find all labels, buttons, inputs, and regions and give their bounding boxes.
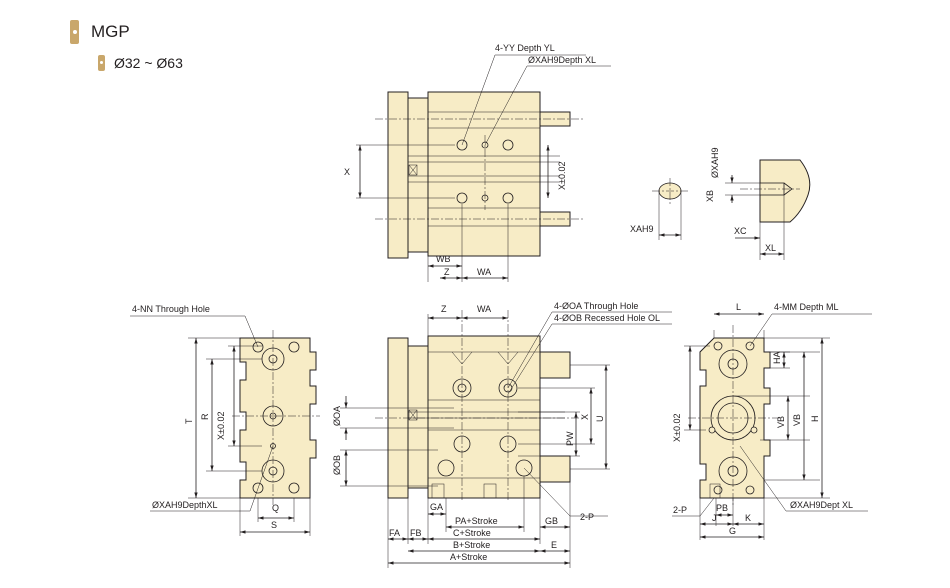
dim-s-label: S [271, 520, 277, 530]
left-view: 4-NN Through Hole T R X±0.02 ØXAH9DepthX… [130, 304, 320, 536]
pa-stroke-label: PA+Stroke [455, 516, 498, 526]
port-label: 2-P [580, 512, 594, 522]
dim-g-label: G [729, 526, 736, 536]
dim-ha-label: HA [772, 351, 782, 364]
dim-x-tol-label: X±0.02 [672, 414, 682, 442]
dim-x-label: X [344, 167, 350, 177]
model-title: MGP [91, 22, 130, 41]
dim-q-label: Q [272, 503, 279, 513]
dim-wa-label: WA [477, 304, 491, 314]
dim-pb-label: PB [716, 503, 728, 513]
dim-wb-label: WB [436, 254, 451, 264]
b-stroke-label: B+Stroke [453, 540, 490, 550]
oa-through-label: 4-ØOA Through Hole [554, 301, 638, 311]
dim-z-label: Z [444, 267, 450, 277]
size-header: Ø32 ~ Ø63 [98, 55, 183, 71]
xa-depth-label: ØXAH9DepthXL [152, 500, 218, 510]
dim-k-label: K [745, 513, 751, 523]
nn-through-label: 4-NN Through Hole [132, 304, 210, 314]
dim-wa-label: WA [477, 267, 491, 277]
bookmark-tab-icon [98, 55, 105, 71]
dim-e-label: E [551, 540, 557, 550]
dim-oa-label: ØOA [332, 406, 342, 426]
dim-vb-inner-label: VB [776, 416, 786, 428]
port-label: 2-P [673, 505, 687, 515]
mm-depth-label: 4-MM Depth ML [774, 302, 839, 312]
dim-pw-label: PW [565, 431, 575, 446]
dim-j-label: J [712, 513, 717, 523]
dim-x-tol-label: X±0.02 [557, 162, 567, 190]
front-view: Z WA 4-ØOA Through Hole 4-ØOB Recessed H… [332, 301, 672, 568]
dim-vb-outer-label: VB [792, 414, 802, 426]
xb-label: XB [705, 190, 715, 202]
size-range: Ø32 ~ Ø63 [114, 55, 183, 71]
xa-depth-label: ØXAH9Depth XL [528, 55, 596, 65]
detail-view: XAH9 ØXAH9 XB XC XL [630, 147, 811, 260]
xc-label: XC [734, 226, 747, 236]
yy-depth-label: 4-YY Depth YL [495, 43, 555, 53]
dim-x-tol-label: X±0.02 [216, 412, 226, 440]
dim-h-label: H [810, 416, 820, 423]
dim-u-label: U [595, 416, 605, 423]
dim-gb-label: GB [545, 516, 558, 526]
dim-x-label: X [580, 414, 590, 420]
dim-fa-label: FA [389, 528, 400, 538]
xa-h9-label: XAH9 [630, 224, 654, 234]
xa-diameter-label: ØXAH9 [710, 147, 720, 178]
dim-ob-label: ØOB [332, 455, 342, 475]
dim-l-label: L [736, 302, 741, 312]
dim-t-label: T [184, 418, 194, 424]
a-stroke-label: A+Stroke [450, 552, 487, 562]
top-view: 4-YY Depth YL ØXAH9Depth XL X X±0.02 WB … [344, 43, 611, 282]
xa-dept-label: ØXAH9Dept XL [790, 500, 853, 510]
model-header: MGP [70, 20, 130, 44]
right-view: L 4-MM Depth ML HA X±0.02 VB VB H ØXAH9D… [672, 302, 872, 540]
dim-ga-label: GA [430, 502, 443, 512]
dim-fb-label: FB [410, 528, 422, 538]
dim-z-label: Z [441, 304, 447, 314]
c-stroke-label: C+Stroke [453, 528, 491, 538]
dim-r-label: R [200, 413, 210, 420]
ob-recessed-label: 4-ØOB Recessed Hole OL [554, 313, 660, 323]
xl-label: XL [765, 243, 776, 253]
bookmark-tab-icon [70, 20, 79, 44]
